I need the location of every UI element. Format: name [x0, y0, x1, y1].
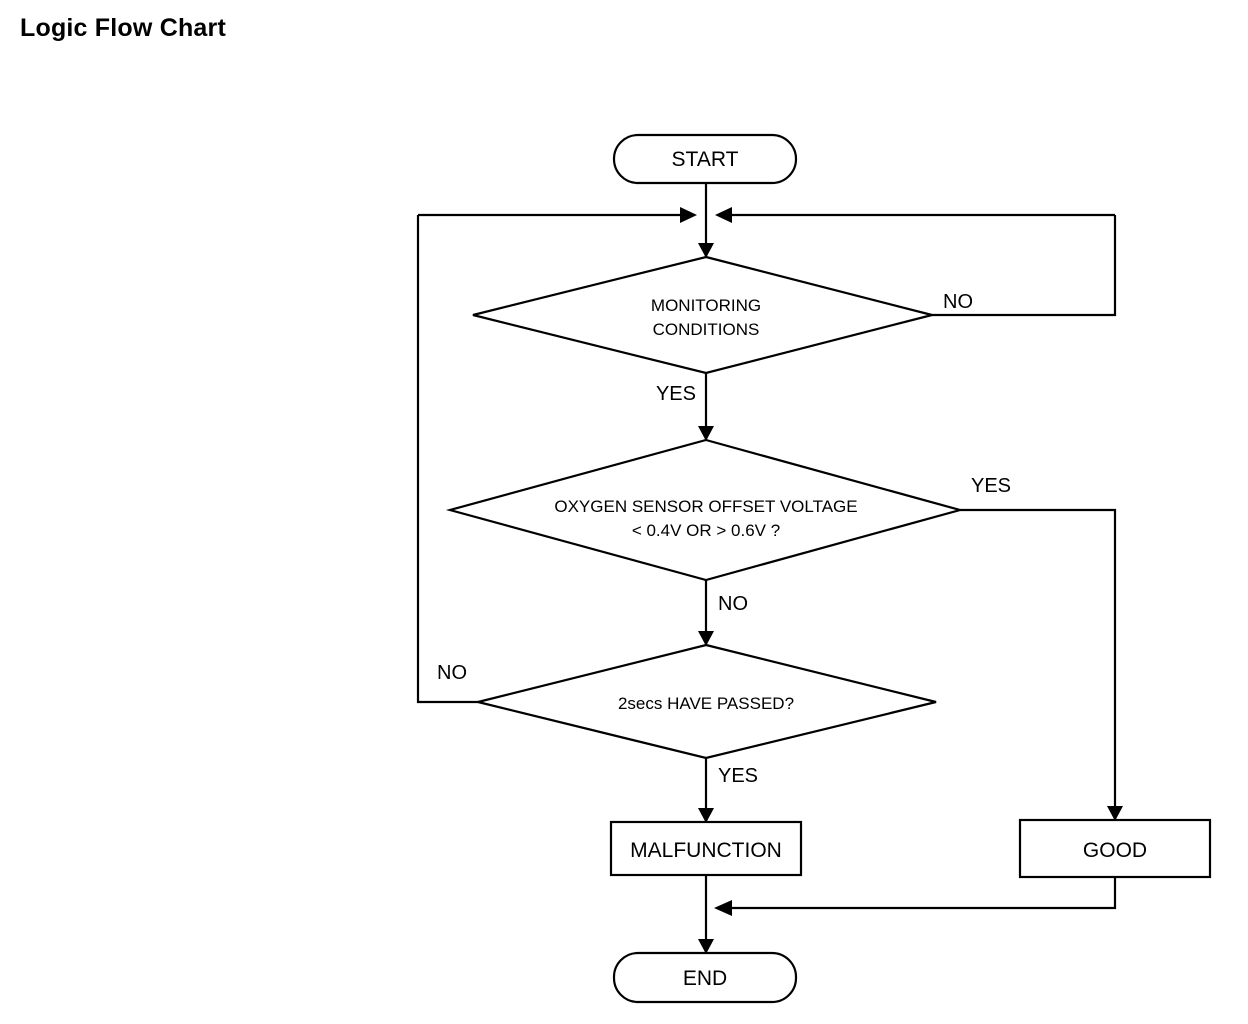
offset-label-line2: < 0.4V OR > 0.6V ?	[632, 521, 780, 540]
offset-label-line1: OXYGEN SENSOR OFFSET VOLTAGE	[554, 497, 857, 516]
edge-good-to-end	[718, 877, 1117, 910]
node-malfunction: MALFUNCTION	[609, 820, 803, 877]
edge-monitoring-no	[932, 215, 1117, 317]
edge-label-timer-no: NO	[437, 662, 467, 684]
malfunction-box-shape	[609, 820, 803, 877]
arrowhead-into-monitoring	[698, 243, 714, 258]
edge-timer-no	[416, 215, 478, 704]
arrowhead-into-timer	[698, 631, 714, 646]
edge-label-monitoring-yes: YES	[656, 383, 696, 405]
end-terminator-shape	[612, 951, 798, 1004]
arrowhead-into-end	[698, 939, 714, 954]
edge-label-timer-yes: YES	[718, 765, 758, 787]
arrowhead-loop-right-junction	[715, 207, 732, 223]
end-label: END	[683, 967, 727, 990]
arrowhead-into-offset	[698, 426, 714, 441]
edge-label-monitoring-no: NO	[943, 291, 973, 313]
arrowhead-good-merge	[714, 900, 732, 916]
page-title: Logic Flow Chart	[20, 14, 226, 42]
monitoring-decision-shape	[472, 255, 933, 375]
node-end: END	[612, 951, 798, 1004]
monitoring-label-line2: CONDITIONS	[653, 320, 760, 339]
malfunction-label: MALFUNCTION	[630, 839, 782, 862]
good-box-shape	[1018, 818, 1212, 879]
node-start: START	[612, 133, 798, 185]
edge-label-offset-yes: YES	[971, 475, 1011, 497]
monitoring-label-line1: MONITORING	[651, 296, 761, 315]
good-label: GOOD	[1083, 839, 1147, 862]
arrowhead-into-good	[1107, 806, 1123, 821]
edge-offset-yes	[960, 508, 1117, 820]
edge-label-offset-no: NO	[718, 593, 748, 615]
timer-label: 2secs HAVE PASSED?	[618, 694, 794, 713]
node-timer: 2secs HAVE PASSED?	[477, 643, 937, 760]
node-good: GOOD	[1018, 818, 1212, 879]
node-monitoring-conditions: MONITORING CONDITIONS	[472, 255, 933, 375]
arrowhead-into-malfunction	[698, 808, 714, 823]
arrowhead-loop-left-junction	[680, 207, 697, 223]
start-label: START	[672, 148, 739, 171]
node-offset-voltage: OXYGEN SENSOR OFFSET VOLTAGE < 0.4V OR >…	[445, 438, 965, 582]
